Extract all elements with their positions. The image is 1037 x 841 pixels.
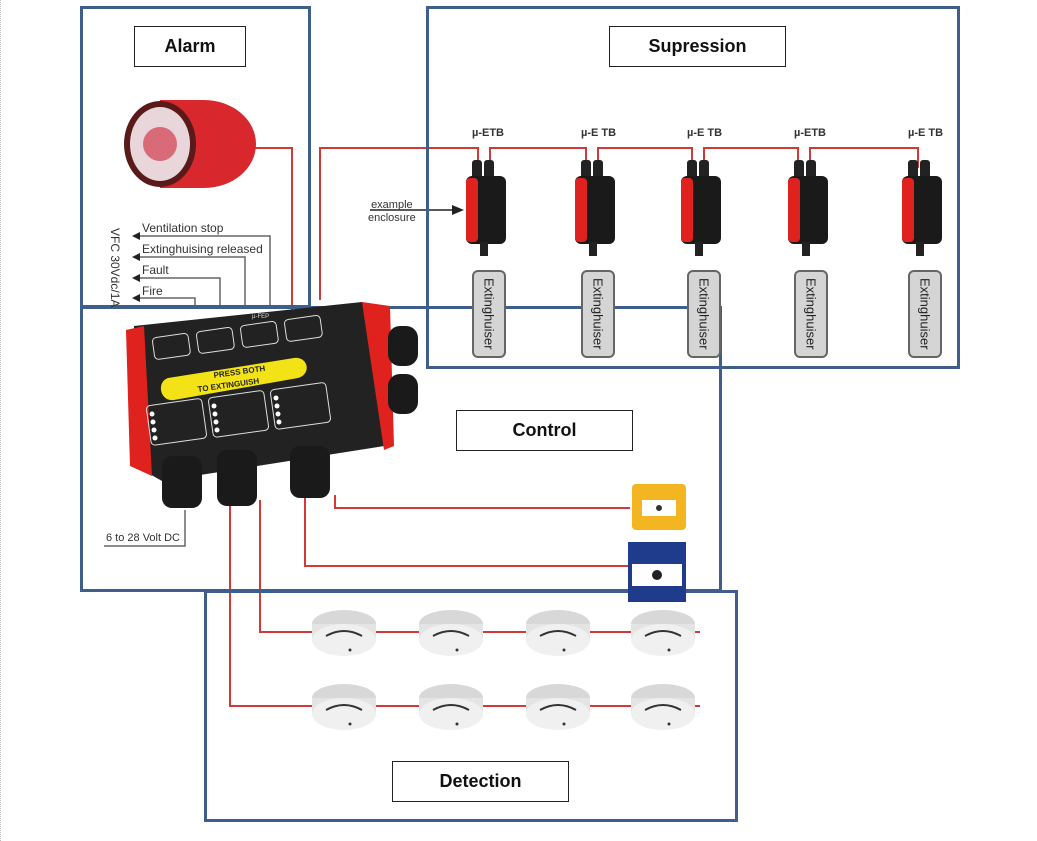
reset-button: [196, 327, 235, 354]
hold-button: [240, 321, 279, 348]
fire-control-panel: PRESS BOTH TO EXTINGUISH µ-FEP: [126, 302, 418, 508]
etb-label: µ-E TB: [581, 127, 617, 139]
extinguisher-label: Extinghuiser: [696, 278, 712, 350]
wire-etb-bus: [319, 147, 479, 300]
etb-enclosure-icon: [681, 160, 721, 256]
etb-label: µ-ETB: [794, 127, 827, 139]
line-ventilation-stop: [138, 235, 271, 306]
control-title: Control: [456, 410, 633, 451]
line-fire: [138, 297, 196, 306]
zone-supression: [426, 6, 960, 369]
smoke-detector-icon: [419, 684, 483, 730]
output-extinguishing-released: Extinghuising released: [142, 242, 263, 256]
wire-etb-1-2: [489, 147, 587, 168]
wire-etb-3-4: [703, 147, 799, 168]
manual-call-point-blue-icon: [628, 542, 686, 602]
extinguisher: Extinghuiser: [581, 270, 615, 358]
alarm-sounder-icon: [124, 100, 256, 188]
vfc-label: VFC 30Vdc/1A: [108, 228, 122, 308]
extinguisher-label: Extinghuiser: [803, 278, 819, 350]
extinguisher-label: Extinghuiser: [481, 278, 497, 350]
manual-call-point-yellow-icon: [632, 484, 686, 530]
line-power: [104, 510, 186, 547]
extinguisher: Extinghuiser: [472, 270, 506, 358]
power-label: 6 to 28 Volt DC: [106, 532, 180, 544]
smoke-detector-icon: [631, 610, 695, 656]
etb-label: µ-E TB: [908, 127, 944, 139]
annotation-line-2: enclosure: [368, 212, 416, 224]
supression-title: Supression: [609, 26, 786, 67]
smoke-detector-icon: [419, 610, 483, 656]
etb-enclosure-icon: [902, 160, 942, 256]
alarm-title: Alarm: [134, 26, 246, 67]
extinguisher-label: Extinghuiser: [917, 278, 933, 350]
output-ventilation-stop: Ventilation stop: [142, 221, 224, 235]
etb-enclosure-icon: [466, 160, 506, 256]
mute-button: [152, 333, 191, 360]
line-extinguishing-released: [138, 256, 246, 306]
annotation-line-1: example: [371, 199, 413, 211]
heat-detector-icon: [526, 684, 590, 730]
output-fault: Fault: [142, 263, 169, 277]
extinguisher: Extinghuiser: [794, 270, 828, 358]
example-enclosure-label: example enclosure: [368, 199, 416, 225]
page-margin-guide: [0, 0, 3, 841]
extinguisher: Extinghuiser: [687, 270, 721, 358]
heat-detector-icon: [526, 610, 590, 656]
wire-call-point-yellow: [334, 495, 630, 509]
etb-enclosure-icon: [575, 160, 615, 256]
heat-detector-icon: [312, 610, 376, 656]
wire-etb-2-3: [597, 147, 693, 168]
etb-label: µ-E TB: [687, 127, 723, 139]
etb-label: µ-ETB: [472, 127, 505, 139]
line-fault: [138, 277, 221, 306]
device-name: µ-FEP: [252, 314, 269, 320]
wire-call-point-blue: [304, 495, 630, 567]
wire-etb-4-5: [809, 147, 919, 168]
heat-detector-icon: [312, 684, 376, 730]
test-mode-button: [284, 315, 323, 342]
extinguisher: Extinghuiser: [908, 270, 942, 358]
detection-title: Detection: [392, 761, 569, 802]
etb-enclosure-icon: [788, 160, 828, 256]
extinguisher-label: Extinghuiser: [590, 278, 606, 350]
zone-detection: [204, 590, 738, 822]
smoke-detector-icon: [631, 684, 695, 730]
wire-sounder: [255, 147, 293, 310]
output-fire: Fire: [142, 284, 163, 298]
